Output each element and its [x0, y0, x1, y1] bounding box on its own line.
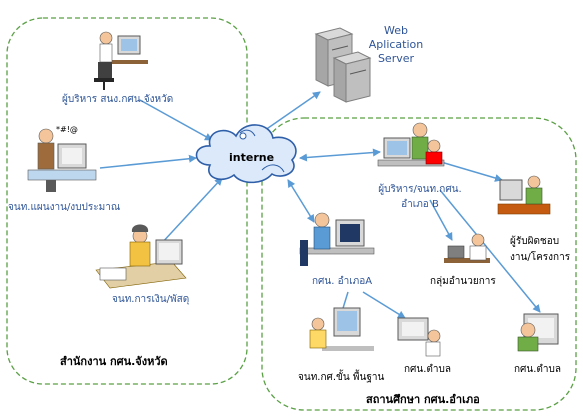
arrow-cloud-district-a [287, 179, 315, 223]
project-owner-label: ผู้รับผิดชอบ งาน/โครงการ [510, 234, 570, 266]
subdistrict-1-label: กศน.ตำบล [404, 364, 452, 375]
basic-edu-staff-label: จนท.กศ.ขั้น พื้นฐาน [298, 372, 385, 383]
executive-label: ผู้บริหาร สนง.กศน.จังหวัด [62, 94, 174, 105]
district-exec-label-line-1: ผู้บริหาร/จนท.กศน. [378, 184, 462, 195]
planning-officer-icon: *#!@ [27, 125, 97, 192]
project-owner-label-line-2: งาน/โครงการ [510, 252, 571, 263]
planning-label: จนท.แผนงาน/งบประมาณ [8, 202, 121, 213]
cloud-label: interne [229, 151, 275, 164]
district-a-officer-icon [299, 212, 375, 266]
subdistrict-1-icon [397, 317, 441, 357]
project-owner-label-line-1: ผู้รับผิดชอบ [510, 236, 560, 247]
executive-person-icon [94, 31, 148, 90]
project-owner-icon [497, 175, 551, 215]
district-exec-label: ผู้บริหาร/จนท.กศน. อำเภอ B [360, 182, 480, 212]
arrow-cloud-to-server [257, 91, 321, 136]
arrow-executive-to-cloud [139, 99, 213, 141]
basic-edu-staff-icon [309, 307, 374, 351]
arrow-planning-to-cloud [99, 154, 197, 169]
district-zone-title: สถานศึกษา กศน.อำเภอ [366, 393, 480, 406]
province-zone-title: สำนักงาน กศน.จังหวัด [60, 355, 168, 368]
server-label-line-1: Web [384, 24, 408, 37]
server-label-line-2: Aplication [368, 38, 424, 51]
internet-cloud [195, 124, 297, 184]
arrow-exec-to-project-owner [440, 161, 503, 182]
cloud-node-icon [239, 132, 247, 140]
district-zone-border [261, 117, 577, 411]
arrow-a-to-subdistrict-1 [362, 291, 406, 319]
district-a-label: กศน. อำเภอA [312, 276, 373, 287]
arrow-finance-to-cloud [159, 177, 223, 246]
arrow-exec-to-subdistrict-2 [439, 189, 541, 313]
facilitator-group-icon [444, 233, 490, 263]
district-exec-label-line-2: อำเภอ B [401, 199, 439, 210]
finance-officer-icon [95, 224, 187, 289]
district-exec-people-icon [377, 122, 445, 167]
province-zone-border [6, 17, 248, 385]
connection-arrows [99, 91, 541, 319]
finance-label: จนท.การเงิน/พัสดุ [112, 294, 190, 305]
arrow-exec-to-facilitator [429, 199, 453, 241]
subdistrict-2-label: กศน.ตำบล [514, 364, 562, 375]
server-label-line-3: Server [377, 52, 415, 65]
subdistrict-2-icon [517, 313, 559, 352]
svg-text:*#!@: *#!@ [56, 125, 78, 134]
arrow-district-exec-cloud [299, 148, 381, 162]
server-label: Web Aplication Server [366, 24, 426, 66]
server-icon [314, 27, 372, 103]
facilitator-group-label: กลุ่มอำนวยการ [430, 276, 496, 287]
